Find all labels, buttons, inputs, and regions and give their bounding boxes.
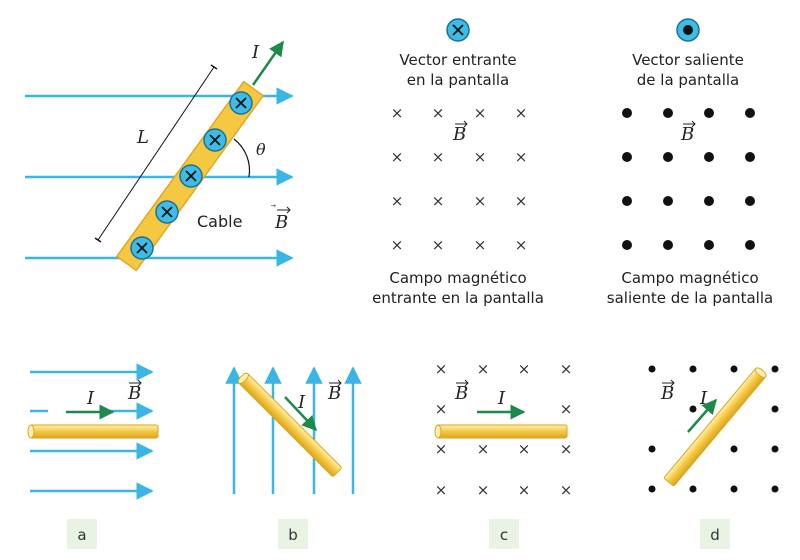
field-label: B xyxy=(452,124,466,145)
svg-text:×: × xyxy=(435,440,448,458)
entering-vector-icon xyxy=(229,91,253,115)
rod xyxy=(434,424,568,439)
panel-tag-bg xyxy=(700,519,730,549)
cross-field-grid: × × × × × × × × × × × × × × xyxy=(435,360,573,499)
svg-text:×: × xyxy=(477,481,490,499)
cross-mark: × xyxy=(432,148,445,166)
rod xyxy=(664,367,767,487)
cross-mark: × xyxy=(432,192,445,210)
field-label: B xyxy=(680,124,694,145)
vector-arrow-icon xyxy=(662,379,675,387)
cross-mark: × xyxy=(515,104,528,122)
vector-arrow-icon xyxy=(329,379,342,387)
entering-vector-icon xyxy=(155,200,179,224)
field-label: B xyxy=(127,383,141,404)
cross-mark: × xyxy=(432,236,445,254)
cross-mark: × xyxy=(515,236,528,254)
panel-b: I B b xyxy=(225,366,362,549)
exiting-title-line2: de la pantalla xyxy=(637,71,739,89)
panel-tag-bg xyxy=(278,519,308,549)
angle-label: θ xyxy=(256,140,266,159)
panel-c: × × × × × × × × × × × × × × I B c xyxy=(434,360,573,549)
vector-arrow-icon xyxy=(277,206,291,214)
panel-tag-bg xyxy=(489,519,519,549)
legend-entering: Vector entrante en la pantalla × × × × ×… xyxy=(372,18,544,307)
panel-d: I B d xyxy=(648,365,779,549)
svg-text:×: × xyxy=(518,481,531,499)
field-label: B xyxy=(660,383,674,404)
angle-arc xyxy=(233,138,251,178)
exiting-caption-line2: saliente de la pantalla xyxy=(607,289,773,307)
cable-label: Cable xyxy=(197,212,242,231)
entering-vector-icon xyxy=(179,164,203,188)
svg-text:×: × xyxy=(435,481,448,499)
exiting-title-line1: Vector saliente xyxy=(632,51,744,69)
length-label: L xyxy=(136,127,149,148)
field-label: B xyxy=(274,212,288,233)
svg-text:×: × xyxy=(560,360,573,378)
panel-tag: c xyxy=(500,526,508,544)
cross-mark: × xyxy=(474,104,487,122)
entering-caption-line1: Campo magnético xyxy=(389,269,526,287)
entering-vector-icon xyxy=(446,18,470,42)
current-arrow xyxy=(251,40,285,86)
field-label: B xyxy=(454,383,468,404)
cross-mark: × xyxy=(515,148,528,166)
svg-text:×: × xyxy=(477,360,490,378)
vector-arrow-icon xyxy=(129,379,142,387)
dot-field-grid xyxy=(648,365,779,493)
panel-a: I B a xyxy=(27,363,159,549)
entering-title-line2: en la pantalla xyxy=(407,71,509,89)
current-arrow xyxy=(687,398,717,433)
svg-text:×: × xyxy=(518,360,531,378)
svg-text:×: × xyxy=(560,400,573,418)
panel-tag: b xyxy=(288,526,298,544)
entering-caption-line2: entrante en la pantalla xyxy=(372,289,544,307)
current-label: I xyxy=(297,392,306,413)
vector-arrow-icon xyxy=(455,120,468,128)
current-label: I xyxy=(251,42,260,63)
svg-text:×: × xyxy=(435,360,448,378)
length-dimension xyxy=(94,64,218,243)
exiting-caption-line1: Campo magnético xyxy=(621,269,758,287)
current-arrow xyxy=(284,396,318,432)
vector-arrow-icon xyxy=(683,120,696,128)
cross-mark: × xyxy=(432,104,445,122)
panel-tag: d xyxy=(710,526,720,544)
vector-arrow-icon: ⃗ xyxy=(270,204,276,207)
cross-mark: × xyxy=(515,192,528,210)
current-label: I xyxy=(497,388,506,409)
svg-text:×: × xyxy=(518,440,531,458)
cross-mark: × xyxy=(391,236,404,254)
rod xyxy=(237,372,342,477)
main-figure: I L θ Cable B ⃗ xyxy=(25,40,294,272)
entering-title-line1: Vector entrante xyxy=(399,51,516,69)
cross-mark: × xyxy=(391,148,404,166)
field-label: B xyxy=(327,383,341,404)
legend-exiting: Vector saliente de la pantalla B Campo m… xyxy=(607,18,773,307)
cross-mark: × xyxy=(391,104,404,122)
current-label: I xyxy=(86,388,95,409)
exiting-vector-icon xyxy=(676,18,700,42)
entering-vector-icon xyxy=(130,236,154,260)
rod xyxy=(27,424,159,439)
panel-tag-bg xyxy=(67,519,97,549)
vector-arrow-icon xyxy=(456,379,469,387)
cross-field-grid: × × × × × × × × × × × × × × × × xyxy=(391,104,528,254)
dot-field-grid xyxy=(622,108,755,250)
cross-mark: × xyxy=(391,192,404,210)
svg-text:×: × xyxy=(477,440,490,458)
svg-text:×: × xyxy=(560,481,573,499)
entering-vector-icon xyxy=(203,128,227,152)
panel-tag: a xyxy=(77,526,86,544)
svg-text:×: × xyxy=(560,440,573,458)
cross-mark: × xyxy=(474,236,487,254)
cross-mark: × xyxy=(474,148,487,166)
svg-text:×: × xyxy=(435,400,448,418)
current-label: I xyxy=(699,388,708,409)
cross-mark: × xyxy=(474,192,487,210)
